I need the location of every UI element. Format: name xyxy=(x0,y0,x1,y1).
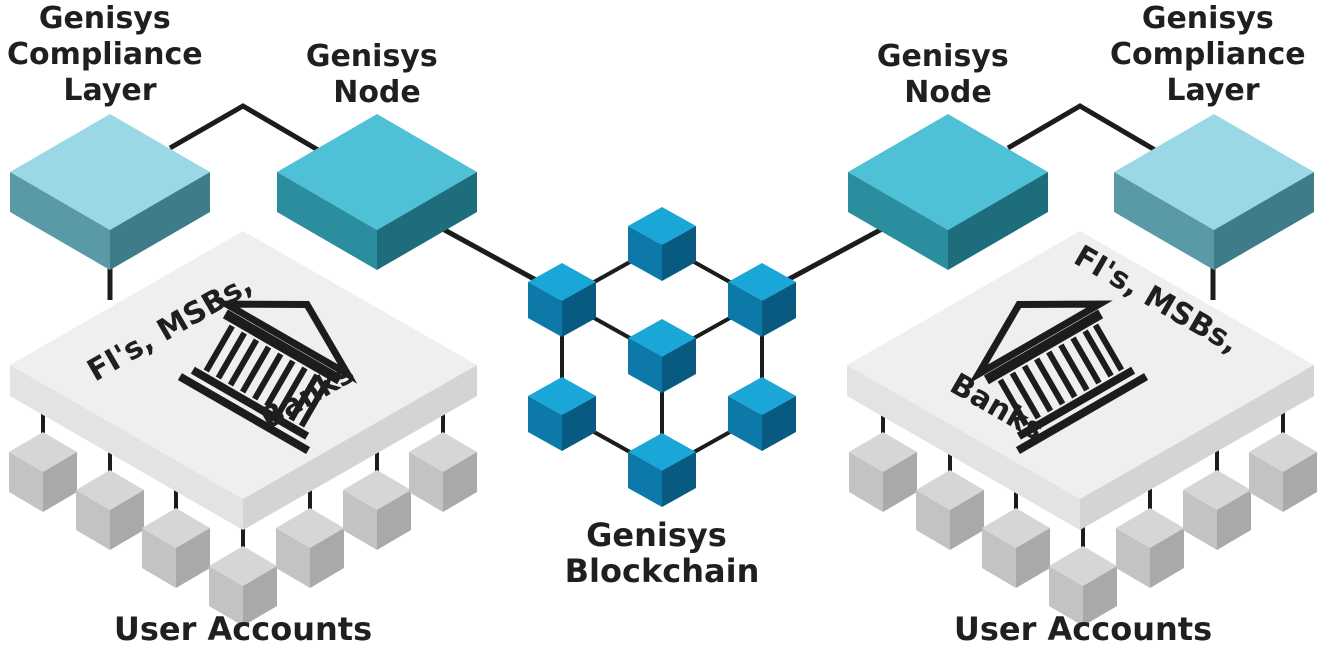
blockchain-block-1-right xyxy=(662,226,696,281)
left-user-account-3-right xyxy=(176,528,210,588)
right-user-account-5-right xyxy=(1150,528,1184,588)
right-user-account-2-right xyxy=(950,490,984,550)
right-user-account-6-left xyxy=(1183,490,1217,550)
left-user-account-5-left xyxy=(276,528,310,588)
blockchain-label: Genisys Blockchain xyxy=(565,516,760,590)
blockchain-block-7-right xyxy=(662,452,696,507)
right-platform-side-left xyxy=(847,365,1080,530)
right-compliance-label: Genisys Compliance Layer xyxy=(1110,1,1316,108)
blockchain-block-1 xyxy=(628,207,696,281)
left-user-account-2-left xyxy=(76,490,110,550)
left-user-accounts xyxy=(9,404,477,626)
left-user-account-4 xyxy=(209,546,277,626)
left-user-account-3 xyxy=(142,508,210,588)
left-user-account-5-right xyxy=(310,528,344,588)
right-user-account-7-left xyxy=(1249,452,1283,512)
blockchain-block-7-left xyxy=(628,452,662,507)
left-user-account-6-right xyxy=(377,490,411,550)
right-node-to-blockchain-line xyxy=(776,219,897,288)
blockchain-block-2 xyxy=(528,263,596,337)
right-compliance-block xyxy=(1114,114,1314,270)
left-user-account-2 xyxy=(76,470,144,550)
right-user-account-5-left xyxy=(1116,528,1150,588)
right-user-account-1 xyxy=(849,432,917,512)
left-compliance-label: Genisys Compliance Layer xyxy=(7,1,213,108)
left-platform-side-right xyxy=(243,365,477,530)
left-user-account-1-left xyxy=(9,452,43,512)
right-platform-top xyxy=(847,231,1314,499)
blockchain-block-2-left xyxy=(528,282,562,337)
infrastructure-blocks xyxy=(10,114,1314,270)
right-user-account-2-left xyxy=(916,490,950,550)
right-compliance-block-right xyxy=(1214,172,1314,270)
left-node-label: Genisys Node xyxy=(306,39,448,110)
left-user-account-1 xyxy=(9,432,77,512)
bank-icon xyxy=(177,300,358,455)
left-user-account-3-left xyxy=(142,528,176,588)
left-user-account-4-right xyxy=(243,566,277,626)
left-node-to-blockchain-line xyxy=(428,219,547,288)
right-institution-platform xyxy=(847,231,1314,530)
left-node-block xyxy=(277,114,477,270)
right-node-block-left xyxy=(848,172,948,270)
left-node-block-right xyxy=(377,172,477,270)
right-platform-side-right xyxy=(1080,365,1314,530)
left-user-account-7 xyxy=(409,432,477,512)
right-node-label: Genisys Node xyxy=(877,39,1019,110)
left-user-accounts-label: User Accounts xyxy=(114,610,372,648)
blockchain-block-4 xyxy=(628,319,696,393)
blockchain-block-6 xyxy=(728,377,796,451)
right-user-account-7 xyxy=(1249,432,1317,512)
right-user-account-7-right xyxy=(1283,452,1317,512)
left-user-account-2-right xyxy=(110,490,144,550)
right-user-account-6-right xyxy=(1217,490,1251,550)
right-user-account-3 xyxy=(982,508,1050,588)
left-user-account-6-left xyxy=(343,490,377,550)
left-compliance-to-node-line xyxy=(168,103,320,153)
bank-icon xyxy=(968,300,1149,455)
right-user-account-4 xyxy=(1049,546,1117,626)
right-user-account-5 xyxy=(1116,508,1184,588)
blockchain-block-6-left xyxy=(728,396,762,451)
right-user-account-3-right xyxy=(1016,528,1050,588)
blockchain-block-2-right xyxy=(562,282,596,337)
right-user-account-4-right xyxy=(1083,566,1117,626)
left-compliance-block-left xyxy=(10,172,110,270)
left-user-account-7-right xyxy=(443,452,477,512)
left-compliance-block-right xyxy=(110,172,210,270)
blockchain-block-1-left xyxy=(628,226,662,281)
blockchain-block-3-left xyxy=(728,282,762,337)
blockchain-block-4-right xyxy=(662,338,696,393)
blockchain-block-5-left xyxy=(528,396,562,451)
right-user-accounts-label: User Accounts xyxy=(954,610,1212,648)
blockchain-block-5 xyxy=(528,377,596,451)
right-node-block xyxy=(848,114,1048,270)
right-node-to-compliance-line xyxy=(1006,103,1157,153)
right-compliance-block-left xyxy=(1114,172,1214,270)
right-user-account-2 xyxy=(916,470,984,550)
right-user-account-4-left xyxy=(1049,566,1083,626)
left-user-account-1-right xyxy=(43,452,77,512)
left-platform-side-left xyxy=(10,365,243,530)
left-user-account-5 xyxy=(276,508,344,588)
blockchain-block-7 xyxy=(628,433,696,507)
left-node-block-left xyxy=(277,172,377,270)
right-user-account-3-left xyxy=(982,528,1016,588)
blockchain-block-6-right xyxy=(762,396,796,451)
blockchain-blocks xyxy=(528,207,796,507)
blockchain-block-5-right xyxy=(562,396,596,451)
left-user-account-6 xyxy=(343,470,411,550)
left-user-account-4-left xyxy=(209,566,243,626)
left-compliance-block xyxy=(10,114,210,270)
blockchain-block-3-right xyxy=(762,282,796,337)
right-user-account-6 xyxy=(1183,470,1251,550)
right-user-accounts xyxy=(849,404,1317,626)
blockchain-block-3 xyxy=(728,263,796,337)
left-user-account-7-left xyxy=(409,452,443,512)
right-node-block-right xyxy=(948,172,1048,270)
right-user-account-1-left xyxy=(849,452,883,512)
blockchain-block-4-left xyxy=(628,338,662,393)
right-user-account-1-right xyxy=(883,452,917,512)
